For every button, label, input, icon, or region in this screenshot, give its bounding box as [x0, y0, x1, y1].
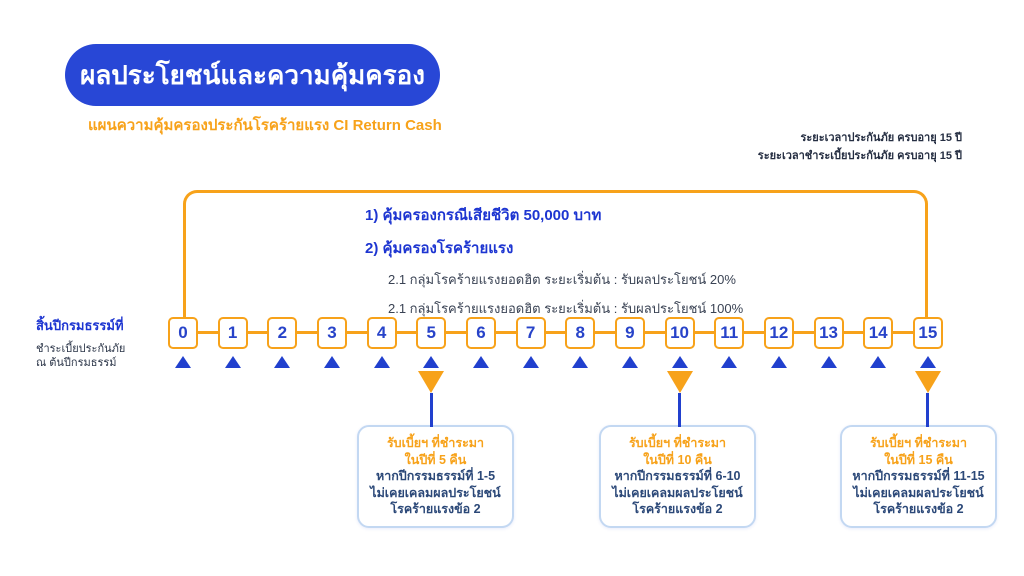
payout-callout-year5: รับเบี้ยฯ ที่ชำระมา ในปีที่ 5 คืน หากปีก…	[357, 425, 514, 528]
page-title: ผลประโยชน์และความคุ้มครอง	[65, 44, 440, 106]
coverage-bracket	[183, 190, 928, 318]
payout-marker-icon	[914, 371, 941, 393]
year-box: 3	[316, 317, 347, 349]
callout-condition-line: ไม่เคยเคลมผลประโยชน์	[370, 485, 501, 500]
timeline-year-12: 12	[763, 317, 794, 427]
year-box: 12	[763, 317, 794, 349]
premium-marker-icon	[175, 356, 191, 368]
year-box: 4	[366, 317, 397, 349]
premium-marker-icon	[224, 356, 241, 368]
timeline-year-3: 3	[316, 317, 347, 427]
premium-note-line1: ชำระเบี้ยประกันภัย	[36, 343, 126, 355]
premium-marker-icon	[472, 356, 489, 368]
timeline-axis	[183, 331, 928, 334]
timeline-year-1: 1	[217, 317, 248, 427]
timeline-year-9: 9	[614, 317, 645, 427]
timeline: 0 1 2 3 4 5 6 7	[168, 317, 943, 427]
timeline-year-10: 10	[664, 317, 695, 427]
timeline-year-15: 15	[912, 317, 943, 427]
timeline-year-0: 0	[168, 317, 198, 427]
callout-condition-line: หากปีกรรมธรรม์ที่ 11-15	[852, 469, 985, 483]
benefit-ci-severe-stage: 2.1 กลุ่มโรคร้ายแรงยอดฮิต ระยะเริ่มต้น :…	[388, 301, 744, 316]
premium-marker-icon	[870, 356, 887, 368]
benefit-ci-coverage: 2) คุ้มครองโรคร้ายแรง	[365, 240, 514, 257]
payout-callout-year15: รับเบี้ยฯ ที่ชำระมา ในปีที่ 15 คืน หากปี…	[840, 425, 997, 528]
premium-marker-icon	[373, 356, 390, 368]
premium-marker-icon	[423, 356, 440, 368]
callout-benefit-line: ในปีที่ 10 คืน	[643, 452, 712, 467]
timeline-year-2: 2	[267, 317, 298, 427]
callout-condition-line: โรคร้ายแรงข้อ 2	[632, 502, 723, 516]
policy-term-premium: ระยะเวลาชำระเบี้ยประกันภัย ครบอายุ 15 ปี	[757, 150, 962, 162]
benefit-ci-early-stage: 2.1 กลุ่มโรคร้ายแรงยอดฮิต ระยะเริ่มต้น :…	[388, 272, 736, 287]
payout-marker-icon	[666, 371, 693, 393]
timeline-year-13: 13	[813, 317, 844, 427]
premium-marker-icon	[621, 356, 638, 368]
timeline-year-8: 8	[565, 317, 596, 427]
callout-connector	[678, 393, 682, 427]
premium-marker-icon	[274, 356, 291, 368]
year-box: 0	[168, 317, 198, 349]
callout-condition-line: หากปีกรรมธรรม์ที่ 1-5	[375, 469, 496, 483]
callout-benefit-line: รับเบี้ยฯ ที่ชำระมา	[386, 436, 485, 450]
premium-marker-icon	[522, 356, 539, 368]
year-box: 13	[813, 317, 844, 349]
timeline-year-4: 4	[366, 317, 397, 427]
year-box: 11	[714, 317, 745, 349]
benefits-list: 1) คุ้มครองกรณีเสียชีวิต 50,000 บาท 2) ค…	[365, 203, 743, 327]
callout-benefit-line: รับเบี้ยฯ ที่ชำระมา	[628, 436, 727, 450]
callout-connector	[926, 393, 930, 427]
year-box: 7	[515, 317, 546, 349]
callout-benefit-line: ในปีที่ 15 คืน	[884, 452, 953, 467]
plan-subtitle: แผนความคุ้มครองประกันโรคร้ายแรง CI Retur…	[88, 117, 442, 134]
callout-condition-line: โรคร้ายแรงข้อ 2	[390, 502, 481, 516]
callout-condition-line: ไม่เคยเคลมผลประโยชน์	[612, 485, 743, 500]
year-box: 2	[267, 317, 298, 349]
payout-callout-year10: รับเบี้ยฯ ที่ชำระมา ในปีที่ 10 คืน หากปี…	[599, 425, 756, 528]
premium-marker-icon	[323, 356, 340, 368]
year-box: 9	[614, 317, 645, 349]
policy-term-coverage: ระยะเวลาประกันภัย ครบอายุ 15 ปี	[800, 132, 962, 144]
callout-condition-line: โรคร้ายแรงข้อ 2	[873, 502, 964, 516]
premium-marker-icon	[919, 356, 936, 368]
timeline-year-5: 5	[416, 317, 447, 427]
premium-marker-icon	[770, 356, 787, 368]
year-box: 10	[664, 317, 695, 349]
payout-marker-icon	[418, 371, 445, 393]
premium-note-line2: ณ ต้นปีกรมธรรม์	[36, 357, 117, 369]
year-box: 14	[863, 317, 894, 349]
premium-marker-icon	[671, 356, 688, 368]
policy-terms: ระยะเวลาประกันภัย ครบอายุ 15 ปี ระยะเวลา…	[758, 129, 962, 165]
timeline-year-14: 14	[863, 317, 894, 427]
benefit-death-coverage: 1) คุ้มครองกรณีเสียชีวิต 50,000 บาท	[365, 207, 602, 224]
premium-marker-icon	[572, 356, 589, 368]
callout-condition-line: หากปีกรรมธรรม์ที่ 6-10	[614, 469, 741, 483]
timeline-year-6: 6	[465, 317, 496, 427]
callout-benefit-line: ในปีที่ 5 คืน	[404, 452, 467, 467]
callout-benefit-line: รับเบี้ยฯ ที่ชำระมา	[869, 436, 968, 450]
callout-connector	[429, 393, 433, 427]
axis-label: สิ้นปีกรมธรรม์ที่	[36, 318, 124, 333]
year-box: 5	[416, 317, 447, 349]
premium-marker-icon	[820, 356, 837, 368]
premium-payment-note: ชำระเบี้ยประกันภัย ณ ต้นปีกรมธรรม์	[36, 342, 125, 370]
timeline-year-7: 7	[515, 317, 546, 427]
year-box: 1	[217, 317, 248, 349]
callout-condition-line: ไม่เคยเคลมผลประโยชน์	[853, 485, 984, 500]
premium-marker-icon	[721, 356, 738, 368]
year-box: 8	[565, 317, 596, 349]
year-box: 15	[912, 317, 943, 349]
year-box: 6	[465, 317, 496, 349]
timeline-year-11: 11	[714, 317, 745, 427]
